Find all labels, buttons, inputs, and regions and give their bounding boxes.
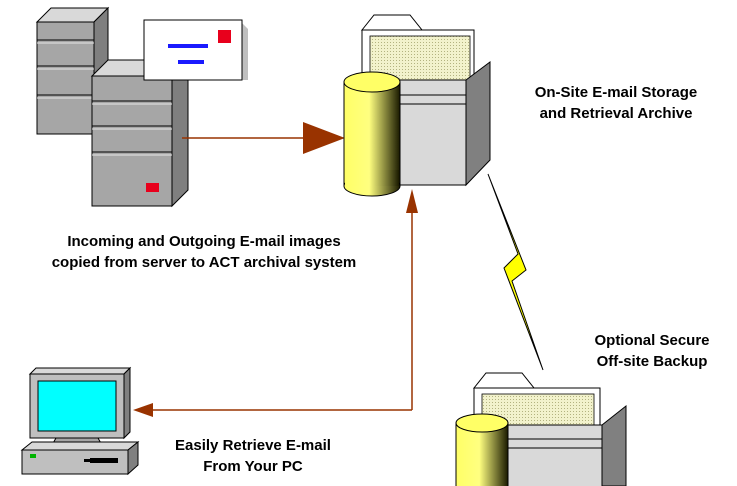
- archive-label-line2: and Retrieval Archive: [539, 105, 693, 122]
- desktop-pc-icon: [20, 366, 140, 476]
- lightning-link-icon: [487, 173, 544, 371]
- copy-label-line2: copied from server to ACT archival syste…: [51, 254, 357, 271]
- backup-storage-icon: [455, 372, 627, 486]
- copy-arrow: [182, 122, 345, 154]
- offsite-label: Optional Secure Off-site Backup: [562, 330, 737, 372]
- monitor-screen: [37, 380, 117, 432]
- pc-label-line2: From Your PC: [203, 458, 303, 475]
- pc-label-line1: Easily Retrieve E-mail: [175, 437, 331, 454]
- server-led: [146, 183, 159, 192]
- copy-label-line1: Incoming and Outgoing E-mail images: [67, 233, 341, 250]
- retrieve-arrow: [133, 189, 418, 417]
- envelope-icon: [143, 19, 248, 81]
- copy-label: Incoming and Outgoing E-mail images copi…: [14, 231, 394, 273]
- archive-label-line1: On-Site E-mail Storage: [534, 84, 698, 101]
- server-front: [90, 58, 190, 208]
- offsite-label-line1: Optional Secure: [594, 332, 710, 349]
- pc-label: Easily Retrieve E-mail From Your PC: [148, 435, 358, 477]
- archive-label: On-Site E-mail Storage and Retrieval Arc…: [505, 82, 727, 124]
- offsite-label-line2: Off-site Backup: [596, 353, 708, 370]
- archive-storage-icon: [343, 14, 491, 197]
